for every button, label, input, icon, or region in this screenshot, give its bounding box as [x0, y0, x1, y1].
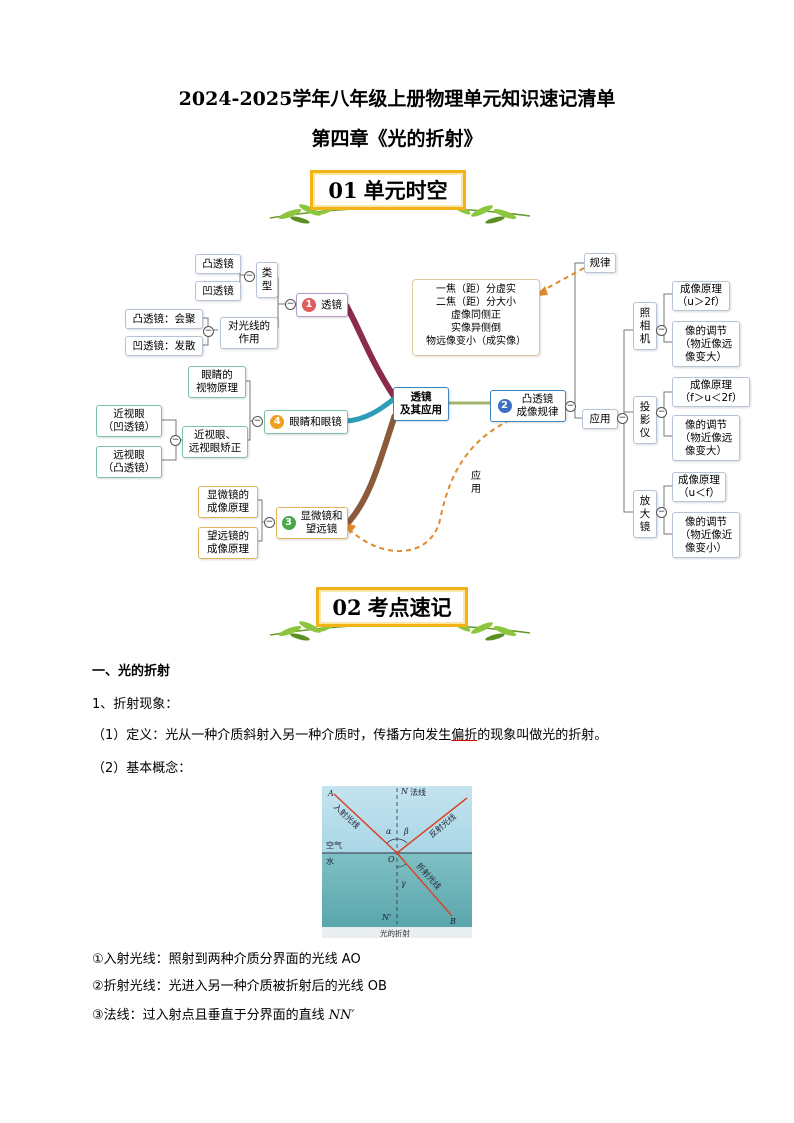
magnifier-principle-node: 成像原理 （u＜f） — [672, 472, 726, 502]
banner-label-box: 02 考点速记 — [316, 587, 468, 627]
microscope-node: 显微镜的 成像原理 — [198, 486, 258, 518]
definition-post: 的现象叫做光的折射。 — [477, 728, 608, 743]
collapse-icon[interactable]: − — [203, 326, 214, 337]
collapse-icon[interactable]: − — [656, 407, 667, 418]
branch-lens-node: 1 透镜 — [296, 293, 348, 317]
myopia-node: 近视眼 （凹透镜） — [96, 405, 162, 437]
collapse-icon[interactable]: − — [264, 517, 275, 528]
fig-label-b: B — [449, 917, 456, 926]
hyperopia-node: 远视眼 （凸透镜） — [96, 446, 162, 478]
branch-microscope-node: 3 显微镜和 望远镜 — [276, 507, 348, 539]
fig-label-o: O — [388, 855, 395, 864]
banner-number: 01 — [328, 177, 358, 203]
collapse-icon[interactable]: − — [656, 325, 667, 336]
refracted-ray-definition: ②折射光线：光进入另一种介质被折射后的光线 OB — [92, 979, 387, 994]
collapse-icon[interactable]: − — [565, 401, 576, 412]
badge-3-icon: 3 — [281, 516, 296, 530]
document-title: 2024-2025学年八年级上册物理单元知识速记清单 — [178, 88, 616, 110]
convex-lens-node: 凸透镜 — [195, 254, 241, 274]
fig-label-nprime: N' — [381, 913, 391, 922]
rule-box: 一焦（距）分虚实 二焦（距）分大小 虚像同侧正 实像异侧倒 物远像变小（成实像） — [412, 279, 540, 356]
item-heading: 1、折射现象： — [92, 697, 179, 712]
eye-principle-node: 眼睛的 视物原理 — [188, 366, 246, 398]
fig-caption: 光的折射 — [380, 928, 410, 938]
badge-1-icon: 1 — [302, 298, 316, 312]
collapse-icon[interactable]: − — [244, 271, 255, 282]
refraction-figure: N 法线 A α β 空气 水 O γ N' B 入射光线 反射光线 折射光线 … — [322, 786, 472, 938]
banner-number: 02 — [332, 594, 362, 620]
law-node: 规律 — [584, 253, 616, 273]
fig-label-alpha: α — [386, 827, 392, 836]
fig-label-normal: 法线 — [410, 787, 426, 797]
normal-line-definition: ③法线：过入射点且垂直于分界面的直线 NN′ — [92, 1004, 355, 1023]
center-node: 透镜 及其应用 — [393, 387, 449, 421]
fig-label-beta: β — [403, 827, 409, 836]
projector-node: 投 影 仪 — [633, 396, 657, 444]
camera-principle-node: 成像原理 （u＞2f） — [672, 281, 730, 311]
basic-concepts-heading: （2）基本概念： — [92, 761, 192, 776]
fig-label-water: 水 — [326, 856, 334, 866]
banner-section-01: 01 单元时空 — [250, 168, 540, 230]
branch-microscope-label: 显微镜和 望远镜 — [300, 510, 343, 535]
banner-section-02: 02 考点速记 — [250, 585, 540, 647]
branch-imaging-label: 凸透镜 成像规律 — [516, 393, 559, 418]
apply-node: 应用 — [582, 409, 618, 429]
magnifier-adjust-node: 像的调节 （物近像近 像变小） — [672, 512, 740, 558]
normal-line-math: NN′ — [328, 1008, 355, 1023]
badge-2-icon: 2 — [497, 399, 512, 413]
refraction-diagram: N 法线 A α β 空气 水 O γ N' B 入射光线 反射光线 折射光线 … — [322, 786, 472, 938]
definition-text: （1）定义：光从一种介质斜射入另一种介质时，传播方向发生偏折的现象叫做光的折射。 — [92, 724, 607, 743]
camera-adjust-node: 像的调节 （物近像远 像变大） — [672, 321, 740, 367]
banner-label-box: 01 单元时空 — [310, 170, 466, 210]
section-heading: 一、光的折射 — [92, 664, 171, 679]
collapse-icon[interactable]: − — [285, 299, 296, 310]
branch-eye-node: 4 眼睛和眼镜 — [264, 410, 348, 434]
correction-node: 近视眼、 远视眼矫正 — [182, 426, 248, 458]
branch-imaging-node: 2 凸透镜 成像规律 — [490, 390, 566, 422]
definition-marked-word: 偏折 — [451, 728, 478, 743]
normal-line-text: ③法线：过入射点且垂直于分界面的直线 — [92, 1008, 325, 1023]
collapse-icon[interactable]: − — [252, 416, 263, 427]
apply-arrow-label: 应 用 — [471, 471, 481, 495]
badge-4-icon: 4 — [270, 415, 285, 429]
fig-label-gamma: γ — [401, 879, 406, 888]
light-effect-node: 对光线的 作用 — [220, 317, 278, 349]
collapse-icon[interactable]: − — [170, 435, 181, 446]
type-node: 类 型 — [256, 262, 278, 298]
collapse-icon[interactable]: − — [617, 413, 628, 424]
incident-ray-definition: ①入射光线：照射到两种介质分界面的光线 AO — [92, 952, 361, 967]
magnifier-node: 放 大 镜 — [633, 490, 657, 538]
fig-label-air: 空气 — [326, 840, 342, 850]
convex-effect-node: 凸透镜：会聚 — [125, 309, 203, 329]
branch-eye-label: 眼睛和眼镜 — [289, 415, 342, 428]
telescope-node: 望远镜的 成像原理 — [198, 527, 258, 559]
collapse-icon[interactable]: − — [656, 507, 667, 518]
projector-adjust-node: 像的调节 （物近像远 像变大） — [672, 415, 740, 461]
concave-lens-node: 凹透镜 — [195, 281, 241, 301]
banner-label: 考点速记 — [367, 595, 452, 620]
branch-lens-label: 透镜 — [321, 298, 342, 311]
banner-label: 单元时空 — [363, 178, 448, 203]
fig-label-a: A — [327, 789, 334, 798]
projector-principle-node: 成像原理 （f＞u＜2f） — [672, 377, 750, 407]
concave-effect-node: 凹透镜：发散 — [125, 336, 203, 356]
chapter-title: 第四章《光的折射》 — [311, 128, 483, 150]
fig-label-n: N — [400, 787, 409, 796]
camera-node: 照 相 机 — [633, 302, 657, 350]
definition-pre: （1）定义：光从一种介质斜射入另一种介质时，传播方向发生 — [92, 728, 452, 743]
